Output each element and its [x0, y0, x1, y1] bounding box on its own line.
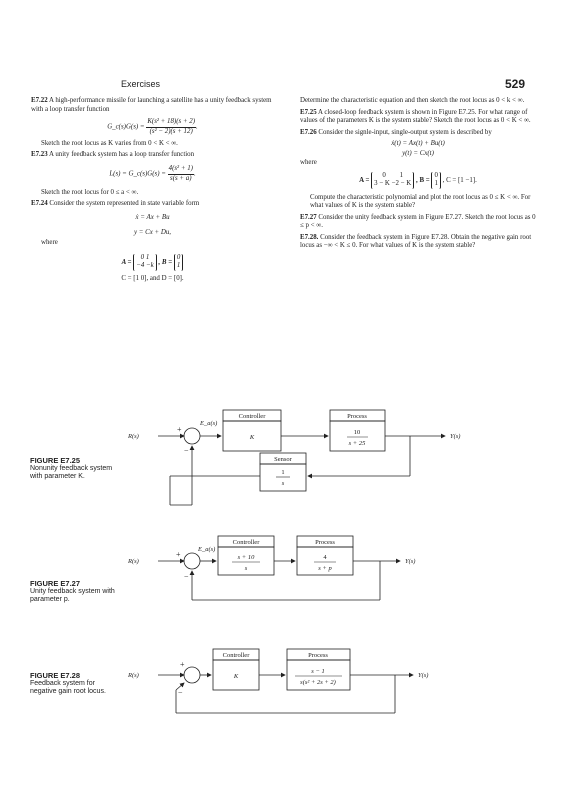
- caption-figure-e7-28: FIGURE E7.28 Feedback system for negativ…: [30, 671, 106, 696]
- exercise-e7-24: E7.24 Consider the system represented in…: [31, 199, 200, 207]
- matrix-c-d: C = [1 0], and D = [0].: [121, 274, 184, 282]
- controller-title: Controller: [223, 652, 251, 659]
- caption-figure-e7-27: FIGURE E7.27 Unity feedback system with …: [30, 579, 115, 604]
- controller-label-box: [217, 535, 275, 548]
- plus-sign: +: [180, 660, 185, 669]
- diagram-e7-25: [158, 409, 446, 506]
- output-label: Y(s): [450, 433, 460, 440]
- caption-figure-e7-25: FIGURE E7.25 Nonunity feedback system wi…: [30, 456, 113, 481]
- controller-label-box: [212, 648, 260, 661]
- siso-equation-2: y(t) = Cx(t): [402, 149, 434, 157]
- exercise-e7-25: E7.25 A closed-loop feedback system is s…: [300, 108, 531, 125]
- process-title: Process: [347, 413, 367, 420]
- summing-junction: [183, 552, 201, 570]
- exercise-e7-28: E7.28. Consider the feedback system in F…: [300, 233, 532, 250]
- sensor-denominator: s: [282, 480, 285, 487]
- sensor-title: Sensor: [274, 456, 293, 463]
- error-label: E_a(s): [197, 546, 215, 553]
- process-denominator: s(s² + 2s + 2): [300, 679, 336, 686]
- plus-sign: +: [177, 425, 182, 434]
- input-label: R(s): [127, 433, 139, 440]
- process-numerator: 10: [354, 429, 361, 436]
- exercise-e7-27: E7.27 Consider the unity feedback system…: [300, 213, 536, 230]
- where-label: where: [41, 239, 58, 246]
- error-label: E_a(s): [199, 420, 217, 427]
- e7-22-instruction: Sketch the root locus as K varies from 0…: [41, 140, 178, 147]
- sensor-label-box: [259, 452, 307, 465]
- right-column: Determine the characteristic equation an…: [300, 97, 536, 251]
- minus-sign: −: [178, 688, 183, 697]
- plus-sign: +: [176, 550, 181, 559]
- sensor-numerator: 1: [281, 469, 284, 476]
- equation-e7-23: L(s) = G_c(s)G(s) = 4(s² + 1)s(s + a).: [109, 165, 196, 182]
- controller-tf: K: [233, 673, 239, 680]
- summing-junction: [183, 666, 201, 684]
- running-header: Exercises: [121, 79, 161, 89]
- page-number: 529: [505, 77, 526, 91]
- state-equation-1: ẋ = Ax + Bu: [135, 214, 170, 221]
- controller-tf: K: [249, 434, 255, 441]
- e7-23-instruction: Sketch the root locus for 0 ≤ a < ∞.: [41, 189, 139, 196]
- siso-equation-1: ẋ(t) = Ax(t) + Bu(t): [391, 140, 445, 147]
- input-label: R(s): [127, 558, 139, 565]
- exercise-e7-26: E7.26 Consider the signle-input, single-…: [300, 128, 492, 136]
- e7-26-instruction: Compute the characteristic polynomial an…: [310, 193, 531, 210]
- left-column: E7.22 A high-performance missile for lau…: [31, 97, 274, 283]
- controller-numerator: s + 10: [238, 554, 255, 561]
- process-denominator: s + 25: [349, 440, 366, 447]
- output-label: Y(s): [418, 672, 428, 679]
- e7-24-continuation: Determine the characteristic equation an…: [300, 97, 525, 104]
- output-label: Y(s): [405, 558, 415, 565]
- minus-sign: −: [184, 446, 189, 455]
- controller-title: Controller: [239, 413, 267, 420]
- summing-junction: [183, 427, 201, 445]
- process-numerator: 4: [323, 554, 327, 561]
- diagram-e7-28: [158, 648, 414, 714]
- state-equation-2: y = Cx + Du,: [133, 228, 172, 236]
- process-denominator: s + p: [318, 565, 332, 572]
- exercise-e7-23: E7.23 A unity feedback system has a loop…: [31, 150, 195, 158]
- process-title: Process: [308, 652, 328, 659]
- controller-denominator: s: [245, 565, 248, 572]
- controller-label-box: [222, 409, 282, 422]
- process-numerator: s − 1: [311, 668, 324, 675]
- controller-title: Controller: [233, 539, 261, 546]
- minus-sign: −: [184, 572, 189, 581]
- matrix-a: 0 1−4 −k: [133, 253, 157, 271]
- input-label: R(s): [127, 672, 139, 679]
- process-label-box: [286, 648, 351, 661]
- process-title: Process: [315, 539, 335, 546]
- process-label-box: [329, 409, 386, 422]
- equation-e7-22: G_c(s)G(s) = K(s² + 18)(s + 2)(s² − 2)(s…: [107, 118, 198, 135]
- where-label-2: where: [300, 159, 317, 166]
- diagram-e7-27: [158, 535, 401, 601]
- process-label-box: [296, 535, 354, 548]
- exercise-e7-22: E7.22 A high-performance missile for lau…: [31, 97, 272, 113]
